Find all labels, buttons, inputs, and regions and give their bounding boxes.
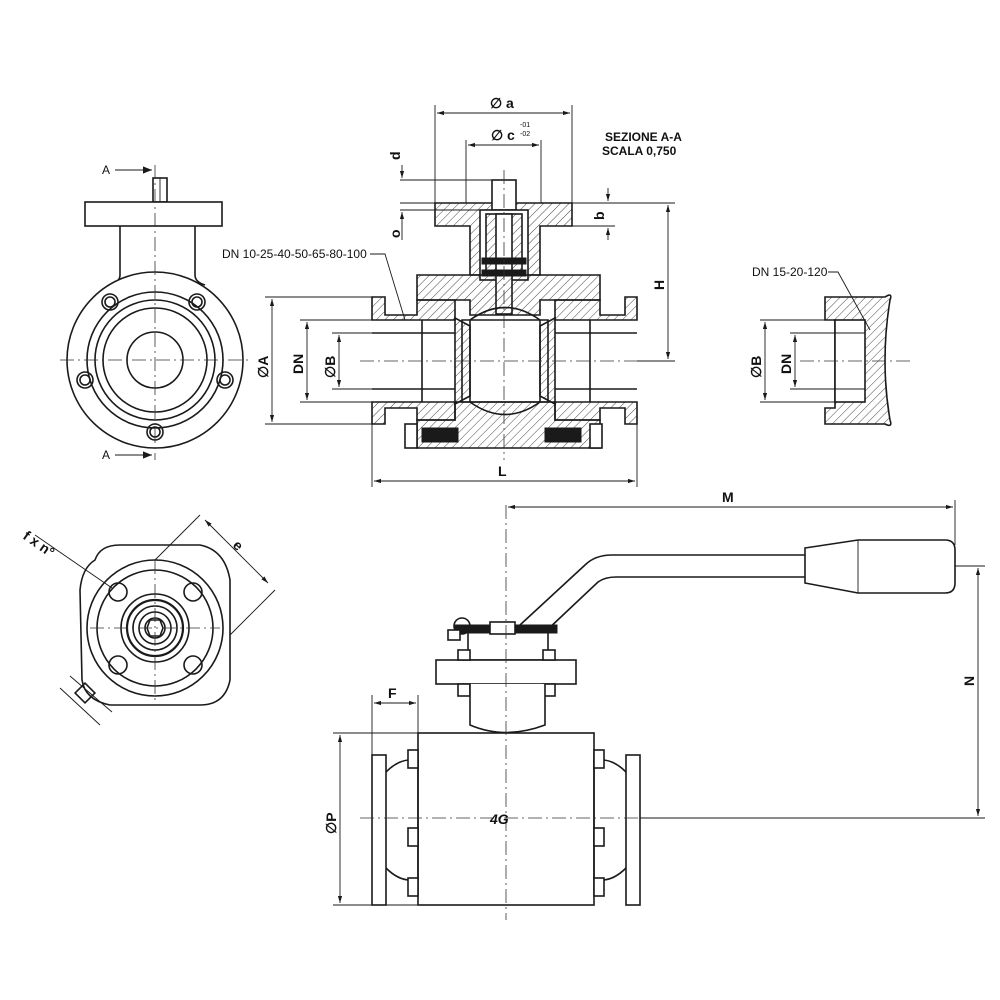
front-dimensions: M N F ∅P (323, 489, 985, 906)
dim-DN: DN (290, 354, 306, 374)
dim-d: d (387, 151, 403, 160)
dim-phi-P: ∅P (323, 812, 339, 834)
front-view: 4G (360, 505, 956, 920)
brand-logo: 4G (489, 811, 509, 827)
section-mark-bottom: A (102, 448, 110, 462)
end-view: A A (60, 163, 250, 462)
phi-symbol-c: ∅ (491, 127, 503, 143)
dim-phi-a: a (506, 95, 514, 111)
dn-label-right: DN 15-20-120 (752, 265, 828, 279)
section-scale: SCALA 0,750 (602, 144, 677, 158)
section-title: SEZIONE A-A (605, 130, 682, 144)
clamp-end-detail: ∅B DN (748, 294, 910, 427)
tol-bottom: -02 (520, 131, 530, 138)
dim-H: H (651, 280, 667, 290)
dim-phi-B: ∅B (322, 356, 338, 378)
dim-M: M (722, 489, 734, 505)
section-dimensions: ∅ a ∅ c -01 -02 d o b H ∅A (255, 95, 675, 487)
dim-L: L (498, 463, 507, 479)
phi-symbol-a: ∅ (490, 95, 502, 111)
dim-N: N (961, 676, 977, 686)
dim-phi-c: c (507, 127, 515, 143)
dim-DN-right: DN (778, 354, 794, 374)
section-view (360, 170, 650, 460)
dim-b: b (591, 211, 607, 220)
tol-top: -01 (520, 122, 530, 129)
dim-phi-B-right: ∅B (748, 356, 764, 378)
top-view: e f x n° (20, 514, 276, 726)
section-mark-top: A (102, 163, 110, 177)
dn-label-left: DN 10-25-40-50-65-80-100 (222, 247, 367, 261)
dim-fxn: f x n° (20, 527, 57, 560)
dim-F: F (388, 685, 397, 701)
dim-e: e (230, 537, 247, 554)
dim-phi-A: ∅A (255, 356, 271, 378)
dim-o: o (387, 229, 403, 238)
